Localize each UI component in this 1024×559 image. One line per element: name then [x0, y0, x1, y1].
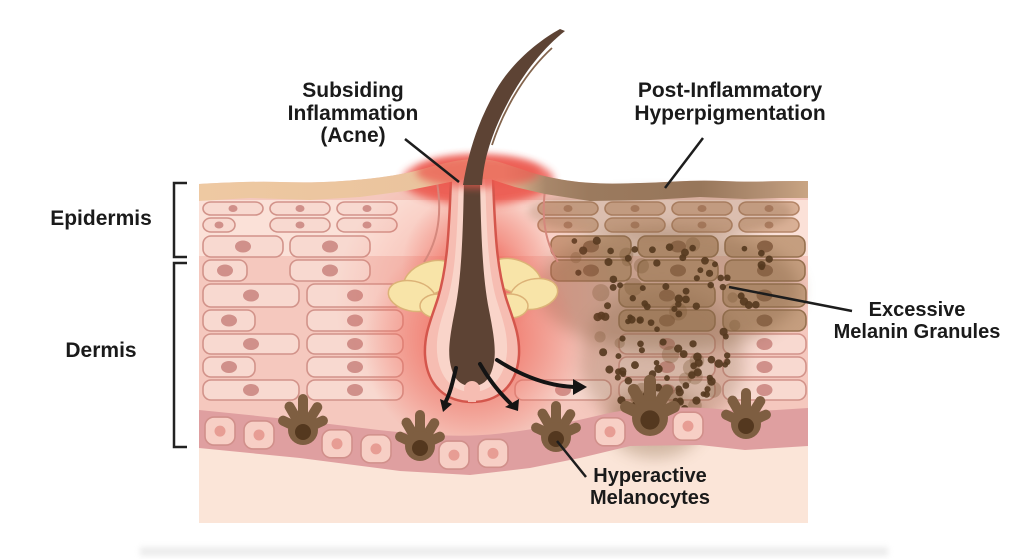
melanocyte [278, 394, 328, 445]
label-post-inflammatory-hyperpigmentation: Post-Inflammatory Hyperpigmentation [634, 79, 826, 125]
hair-shaft [463, 29, 565, 185]
scan-artifact-strip [140, 547, 888, 556]
granules-pointer-line [728, 285, 853, 313]
label-excessive-melanin-granules: Excessive Melanin Granules [833, 299, 1001, 343]
label-hyperactive-melanocytes: Hyperactive Melanocytes [589, 465, 711, 509]
epidermis-bracket [172, 181, 187, 259]
label-dermis: Dermis [65, 339, 137, 362]
melanocytes-pointer-line [556, 440, 587, 478]
acne-pointer-line [404, 138, 460, 183]
hair-shaft-highlight [491, 47, 553, 146]
pointer-lines [404, 137, 853, 478]
label-epidermis: Epidermis [50, 207, 152, 230]
melanin-flow-arrows [440, 358, 587, 412]
hyperactive-melanocytes [278, 374, 771, 461]
melanocyte [395, 410, 445, 461]
hair-root [449, 177, 495, 386]
melanocyte [620, 374, 680, 436]
pih-pointer-line [664, 137, 704, 189]
label-subsiding-inflammation: Subsiding Inflammation (Acne) [287, 79, 419, 148]
melanocyte [531, 401, 581, 452]
hair-follicle [423, 175, 521, 404]
melanocyte [721, 388, 771, 439]
dermis-bracket [172, 261, 187, 449]
layer-brackets [172, 181, 187, 449]
